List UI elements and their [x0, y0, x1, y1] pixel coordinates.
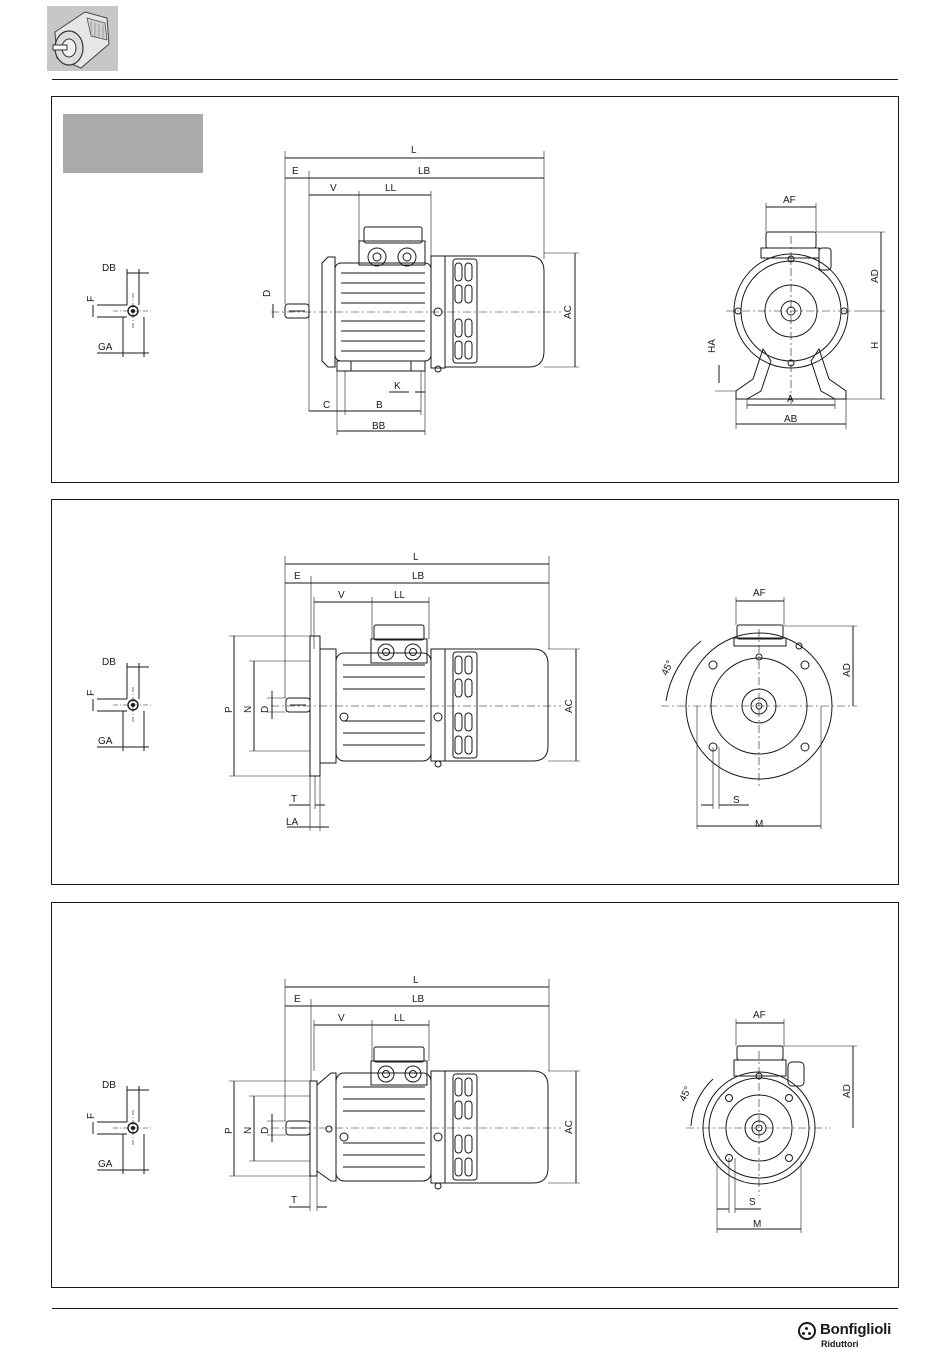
- label-p: P: [224, 1127, 235, 1134]
- label-ac: AC: [563, 305, 574, 319]
- label-d: D: [260, 1127, 271, 1134]
- motor-side-view: [271, 151, 579, 435]
- label-v: V: [330, 183, 337, 194]
- label-lb: LB: [412, 571, 425, 582]
- label-ad: AD: [870, 269, 881, 283]
- label-e: E: [292, 166, 299, 177]
- label-ll: LL: [394, 1013, 406, 1024]
- label-lb: LB: [412, 994, 425, 1005]
- label-lb: LB: [418, 166, 431, 177]
- label-ac: AC: [564, 699, 575, 713]
- label-bb: BB: [372, 421, 386, 432]
- label-d: D: [262, 290, 273, 297]
- label-ad: AD: [842, 663, 853, 677]
- brand-logo-icon: [798, 1322, 816, 1340]
- label-l: L: [413, 552, 419, 563]
- label-l: L: [413, 975, 419, 986]
- flange-b5-panel: DB F GA: [51, 499, 899, 885]
- shaft-label-ga: GA: [98, 1159, 113, 1170]
- label-ab: AB: [784, 414, 798, 425]
- label-d: D: [260, 706, 271, 713]
- flange-b14-panel: DB F GA: [51, 902, 899, 1288]
- label-ll: LL: [394, 590, 406, 601]
- label-m: M: [755, 819, 763, 830]
- label-e: E: [294, 994, 301, 1005]
- label-ac: AC: [564, 1120, 575, 1134]
- label-af: AF: [783, 195, 796, 206]
- motor-front-view: [661, 597, 857, 829]
- label-t: T: [291, 1195, 297, 1206]
- label-b: B: [376, 400, 383, 411]
- label-e: E: [294, 571, 301, 582]
- motor-front-view: [686, 1019, 857, 1233]
- label-ll: LL: [385, 183, 397, 194]
- label-n: N: [243, 1127, 254, 1134]
- flange-b14-drawing: DB F GA: [52, 903, 898, 1287]
- label-l: L: [411, 145, 417, 156]
- shaft-label-f: F: [86, 690, 97, 696]
- label-k: K: [394, 381, 401, 392]
- motor-front-view: [715, 203, 885, 429]
- shaft-label-f: F: [86, 1113, 97, 1119]
- label-p: P: [224, 706, 235, 713]
- label-ad: AD: [842, 1084, 853, 1098]
- flange-b5-drawing: DB F GA: [52, 500, 898, 884]
- footer-rule: [52, 1308, 898, 1309]
- label-ha: HA: [707, 339, 718, 353]
- shaft-label-db: DB: [102, 657, 116, 668]
- label-t: T: [291, 794, 297, 805]
- brand-subtitle: Riduttori: [821, 1339, 859, 1349]
- shaft-label-db: DB: [102, 1080, 116, 1091]
- header-rule: [52, 79, 898, 80]
- label-af: AF: [753, 588, 766, 599]
- shaft-label-f: F: [86, 296, 97, 302]
- label-n: N: [243, 706, 254, 713]
- label-c: C: [323, 400, 330, 411]
- brand-name: Bonfiglioli: [820, 1321, 891, 1338]
- shaft-label-db: DB: [102, 263, 116, 274]
- motor-thumbnail: [47, 6, 118, 71]
- label-v: V: [338, 590, 345, 601]
- shaft-label-ga: GA: [98, 736, 113, 747]
- label-s: S: [733, 795, 740, 806]
- label-v: V: [338, 1013, 345, 1024]
- label-s: S: [749, 1197, 756, 1208]
- label-h: H: [870, 342, 881, 349]
- label-angle: 45°: [678, 1085, 694, 1103]
- label-m: M: [753, 1219, 761, 1230]
- label-la: LA: [286, 817, 299, 828]
- shaft-label-ga: GA: [98, 342, 113, 353]
- label-a: A: [787, 394, 794, 405]
- label-af: AF: [753, 1010, 766, 1021]
- foot-mount-drawing: DB F GA: [52, 97, 898, 482]
- foot-mount-panel: DB F GA: [51, 96, 899, 483]
